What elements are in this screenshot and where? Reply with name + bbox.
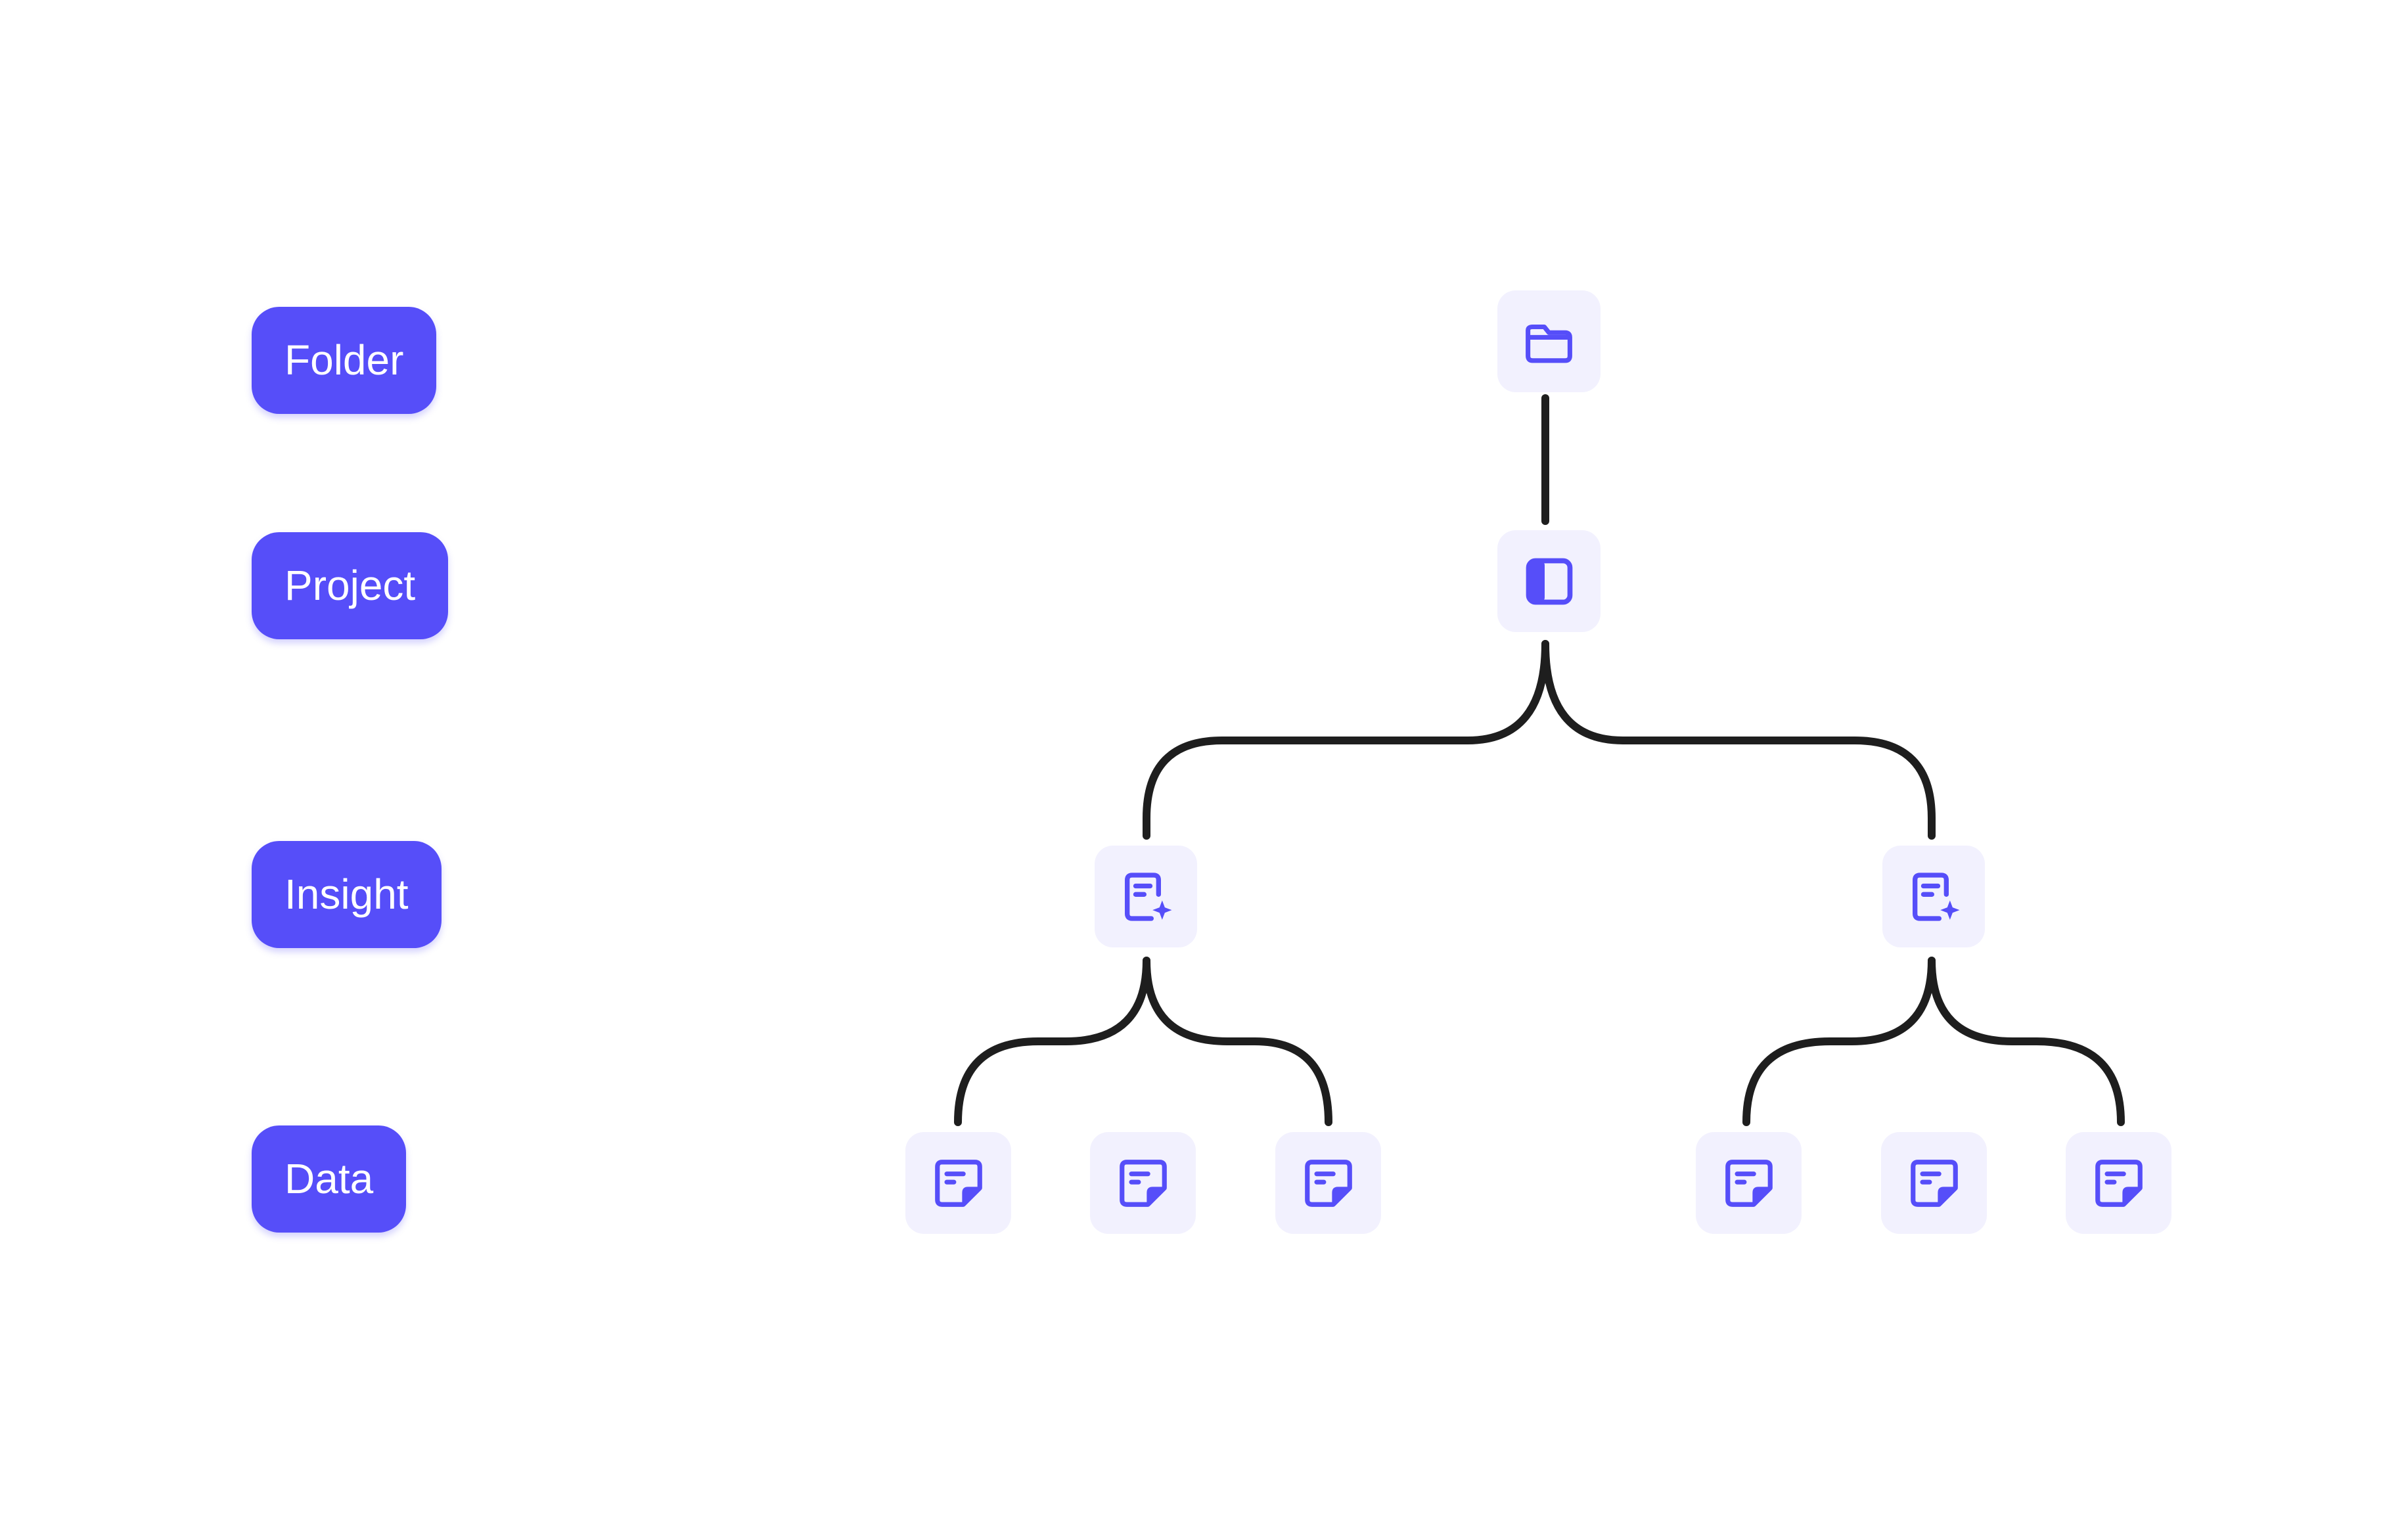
level-label-data: Data bbox=[252, 1125, 407, 1233]
level-label-folder: Folder bbox=[252, 307, 437, 414]
connector-insight-right-data-1 bbox=[1742, 957, 1936, 1126]
connector-insight-left-data-3 bbox=[1143, 957, 1332, 1126]
node-data-1 bbox=[905, 1132, 1011, 1234]
node-background bbox=[1497, 290, 1601, 392]
node-data-6 bbox=[2066, 1132, 2171, 1234]
node-folder bbox=[1497, 290, 1601, 392]
node-background bbox=[1090, 1132, 1196, 1234]
node-background bbox=[1882, 846, 1985, 947]
node-background bbox=[1881, 1132, 1987, 1234]
connector-insight-right-data-3 bbox=[1928, 957, 2125, 1126]
node-data-5 bbox=[1881, 1132, 1987, 1234]
node-background bbox=[1095, 846, 1197, 947]
node-data-2 bbox=[1090, 1132, 1196, 1234]
connector-project-insight-left bbox=[1143, 640, 1549, 840]
node-data-3 bbox=[1275, 1132, 1381, 1234]
connector-insight-left-data-1 bbox=[954, 957, 1150, 1126]
node-background bbox=[905, 1132, 1011, 1234]
level-label-project: Project bbox=[252, 532, 449, 639]
node-background bbox=[1696, 1132, 1802, 1234]
node-background bbox=[2066, 1132, 2171, 1234]
node-insight-left bbox=[1095, 846, 1197, 947]
node-background bbox=[1275, 1132, 1381, 1234]
connector-project-insight-right bbox=[1541, 640, 1936, 840]
node-project bbox=[1497, 530, 1601, 632]
node-data-4 bbox=[1696, 1132, 1802, 1234]
node-insight-right bbox=[1882, 846, 1985, 947]
level-label-insight: Insight bbox=[252, 841, 442, 948]
node-background bbox=[1497, 530, 1601, 632]
